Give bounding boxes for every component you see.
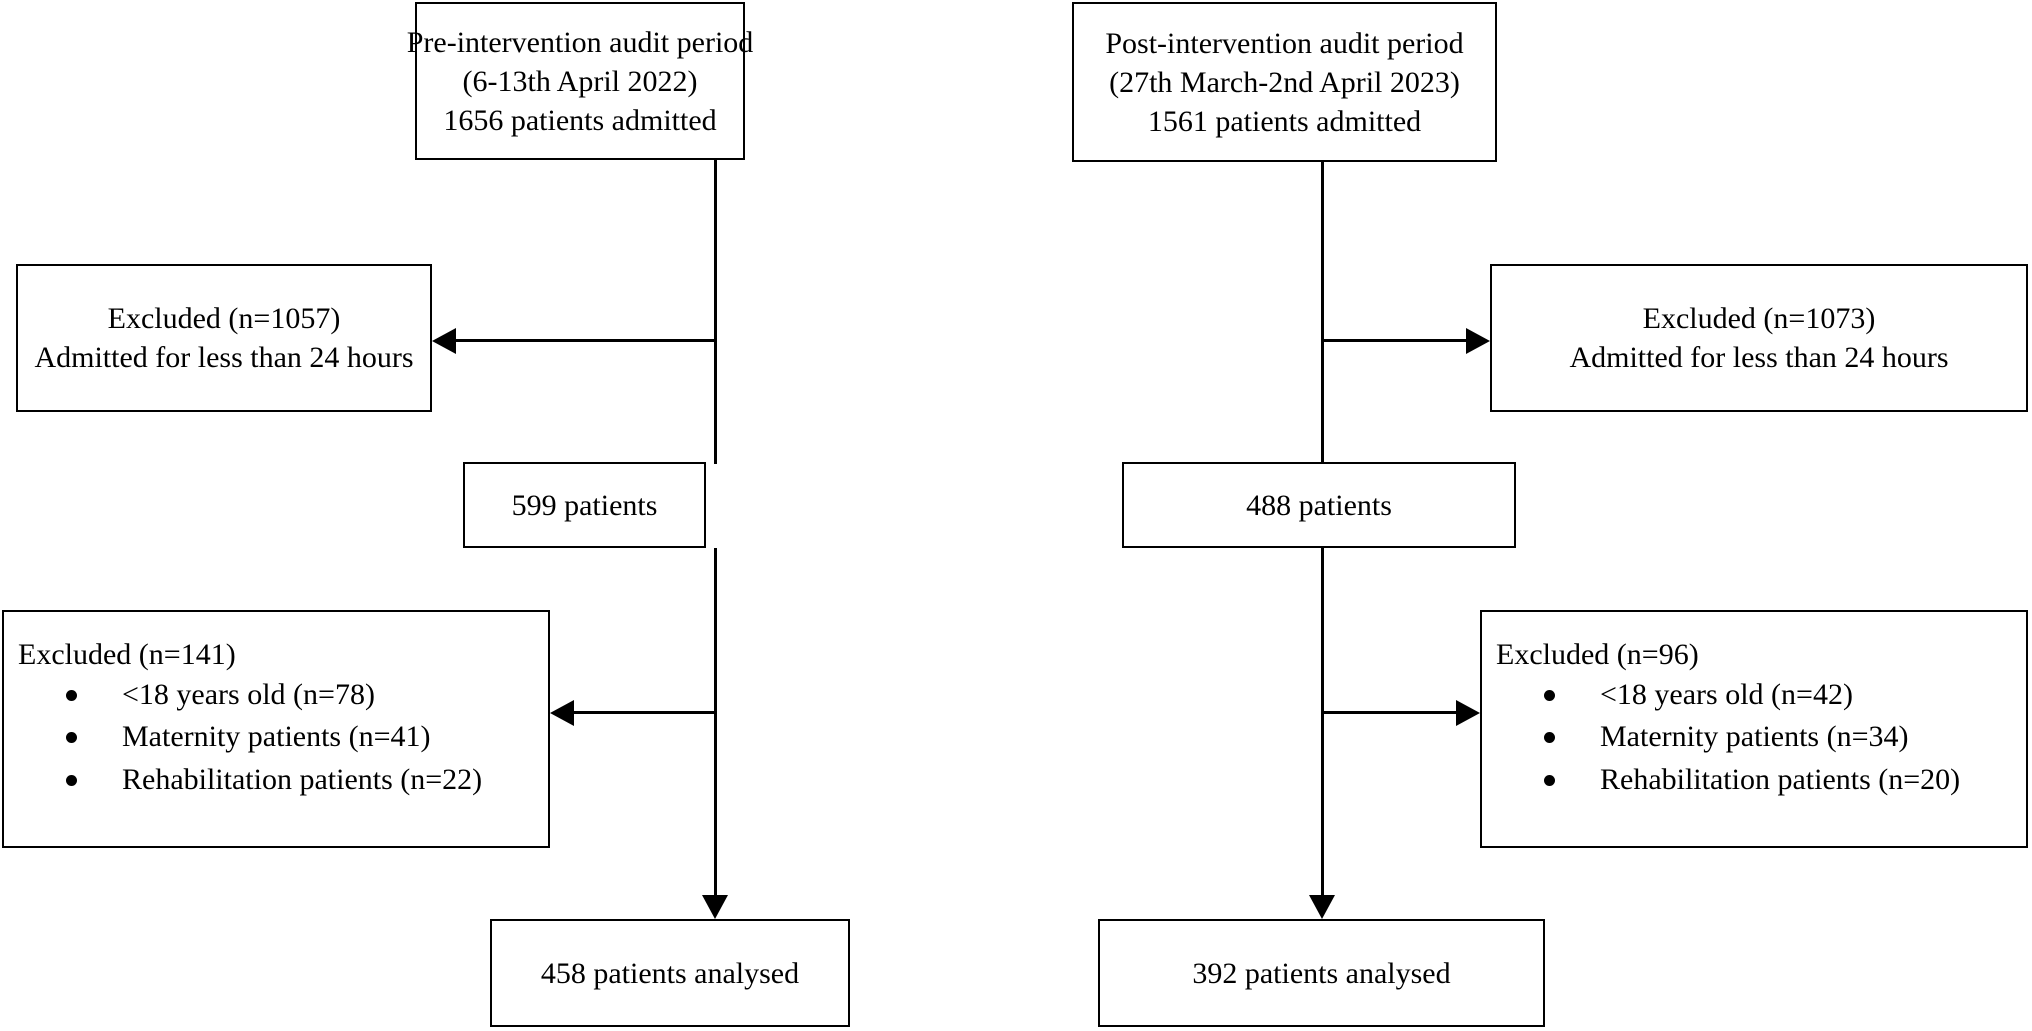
pre-top-box: Pre-intervention audit period (6-13th Ap… bbox=[407, 2, 753, 160]
post-top-line1: Post-intervention audit period bbox=[1105, 26, 1464, 60]
pre-middle-line1: 599 patients bbox=[511, 488, 658, 522]
bullet-icon bbox=[66, 732, 77, 744]
pre-bottom-line1: 458 patients analysed bbox=[540, 956, 800, 990]
list-item: <18 years old (n=42) bbox=[1482, 674, 1960, 717]
pre-exclusion-2-box: Excluded (n=141) <18 years old (n=78) Ma… bbox=[2, 610, 550, 848]
list-item: <18 years old (n=78) bbox=[4, 674, 482, 717]
pre-connector-middle-to-bottom bbox=[714, 548, 717, 899]
pre-middle-box: 599 patients bbox=[463, 462, 706, 548]
pre-exclusion-1-line1: Excluded (n=1057) bbox=[107, 302, 341, 335]
post-exclusion-1-line2: Admitted for less than 24 hours bbox=[1569, 341, 1949, 374]
post-exclusion-2-bullet-list: <18 years old (n=42) Maternity patients … bbox=[1482, 674, 1960, 802]
post-exclusion-1-box: Excluded (n=1073) Admitted for less than… bbox=[1490, 264, 2028, 412]
pre-branch-exclusion2 bbox=[572, 711, 716, 714]
post-arrow-exclusion2 bbox=[1456, 700, 1480, 726]
post-exclusion-1-line1: Excluded (n=1073) bbox=[1642, 302, 1876, 335]
post-exclusion-2-bullet-2: Maternity patients (n=34) bbox=[1600, 720, 1909, 754]
pre-connector-top-to-middle bbox=[714, 160, 717, 464]
pre-exclusion-1-box: Excluded (n=1057) Admitted for less than… bbox=[16, 264, 432, 412]
pre-exclusion-1-line2: Admitted for less than 24 hours bbox=[34, 341, 414, 374]
pre-arrow-exclusion1 bbox=[432, 328, 456, 354]
pre-branch-exclusion1 bbox=[454, 339, 716, 342]
post-bottom-box: 392 patients analysed bbox=[1098, 919, 1545, 1027]
post-top-box: Post-intervention audit period (27th Mar… bbox=[1072, 2, 1497, 162]
list-item: Maternity patients (n=34) bbox=[1482, 716, 1960, 759]
bullet-icon bbox=[1544, 689, 1555, 701]
post-connector-middle-to-bottom bbox=[1321, 548, 1324, 899]
bullet-icon bbox=[66, 689, 77, 701]
list-item: Rehabilitation patients (n=22) bbox=[4, 759, 482, 802]
post-exclusion-2-bullet-3: Rehabilitation patients (n=20) bbox=[1600, 762, 1961, 796]
list-item: Rehabilitation patients (n=20) bbox=[1482, 759, 1960, 802]
post-bottom-line1: 392 patients analysed bbox=[1192, 956, 1451, 990]
post-arrow-exclusion1 bbox=[1466, 328, 1490, 354]
bullet-icon bbox=[1544, 774, 1555, 786]
post-exclusion-2-bullet-1: <18 years old (n=42) bbox=[1600, 677, 1853, 711]
post-middle-line1: 488 patients bbox=[1246, 488, 1392, 522]
post-branch-exclusion2 bbox=[1322, 711, 1458, 714]
pre-arrow-bottom bbox=[702, 895, 728, 919]
pre-exclusion-2-bullet-3: Rehabilitation patients (n=22) bbox=[122, 762, 483, 796]
pre-bottom-box: 458 patients analysed bbox=[490, 919, 850, 1027]
post-branch-exclusion1 bbox=[1322, 339, 1468, 342]
pre-arrow-exclusion2 bbox=[550, 700, 574, 726]
post-middle-box: 488 patients bbox=[1122, 462, 1516, 548]
pre-exclusion-2-heading: Excluded (n=141) bbox=[18, 638, 236, 671]
pre-top-line1: Pre-intervention audit period bbox=[406, 25, 754, 59]
pre-exclusion-2-bullet-1: <18 years old (n=78) bbox=[122, 677, 375, 711]
list-item: Maternity patients (n=41) bbox=[4, 716, 482, 759]
post-top-line2: (27th March-2nd April 2023) bbox=[1109, 65, 1460, 99]
pre-exclusion-2-bullet-list: <18 years old (n=78) Maternity patients … bbox=[4, 674, 482, 802]
pre-exclusion-2-bullet-2: Maternity patients (n=41) bbox=[122, 720, 431, 754]
bullet-icon bbox=[1544, 732, 1555, 744]
post-connector-top-to-middle bbox=[1321, 162, 1324, 464]
bullet-icon bbox=[66, 774, 77, 786]
post-exclusion-2-box: Excluded (n=96) <18 years old (n=42) Mat… bbox=[1480, 610, 2028, 848]
post-arrow-bottom bbox=[1309, 895, 1335, 919]
pre-top-line3: 1656 patients admitted bbox=[443, 103, 717, 137]
post-exclusion-2-heading: Excluded (n=96) bbox=[1496, 638, 1699, 671]
post-top-line3: 1561 patients admitted bbox=[1147, 104, 1422, 138]
pre-top-line2: (6-13th April 2022) bbox=[462, 64, 698, 98]
